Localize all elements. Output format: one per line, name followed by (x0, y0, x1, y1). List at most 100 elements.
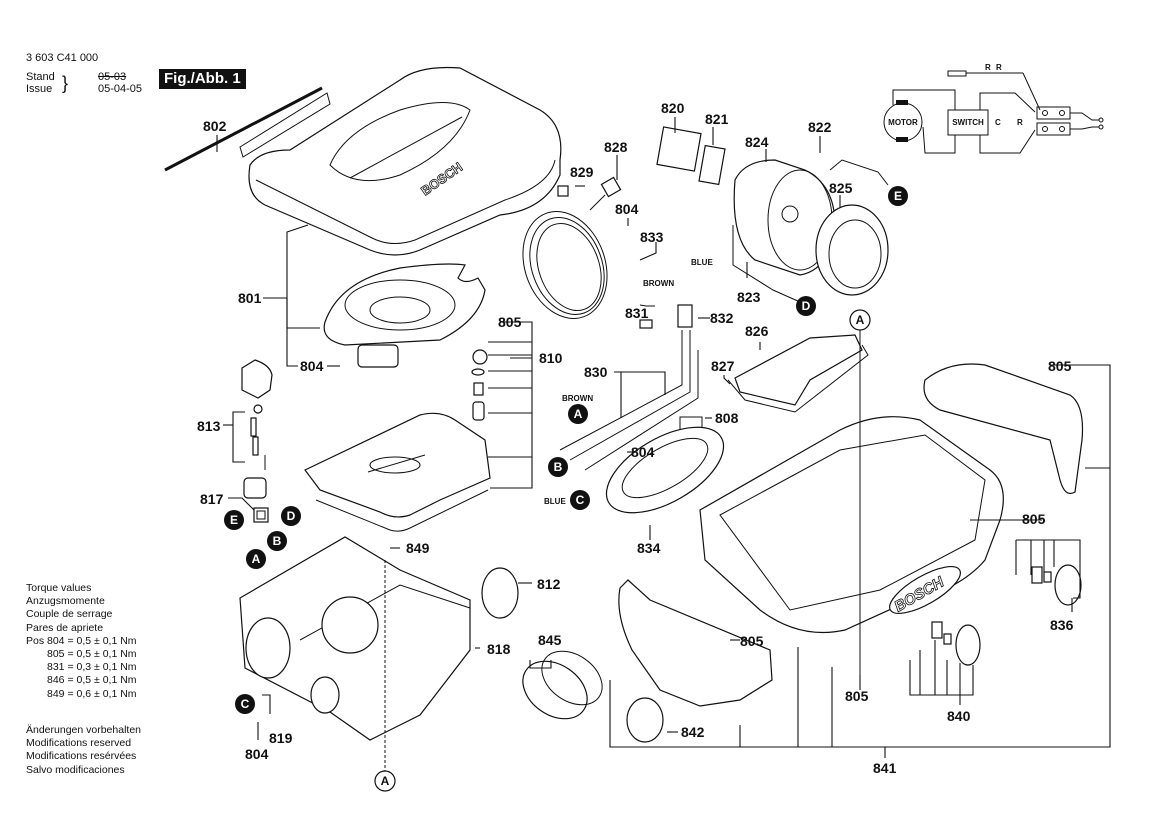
part-number: 3 603 C41 000 (26, 52, 99, 64)
svg-text:A: A (856, 313, 865, 327)
callout-832: 832 (710, 310, 734, 326)
wiring-motor-label: MOTOR (888, 118, 918, 127)
wire-label-blue-left: BLUE (544, 497, 566, 506)
callout-810: 810 (539, 350, 563, 366)
torque-row: 846 = 0,5 ± 0,1 Nm (26, 674, 137, 687)
connector-b-marker: B (548, 457, 568, 477)
connector-c-marker: C (570, 490, 590, 510)
callout-824: 824 (745, 134, 769, 150)
callout-818: 818 (487, 641, 511, 657)
callout-805: 805 (1048, 358, 1072, 374)
part-830-cables (559, 330, 699, 471)
switch-symbol (947, 109, 989, 136)
connector-markers: E D A B C E D B A C A A (224, 186, 908, 792)
torque-title-en: Torque values (26, 582, 92, 594)
wiring-c-label: C (995, 118, 1001, 127)
part-831-connector (639, 319, 653, 329)
connector-d-marker: D (281, 506, 301, 526)
stand-date: 05-03 (98, 71, 127, 83)
part-filter-cover-plate (304, 412, 491, 532)
connector-a-marker: A (246, 549, 266, 569)
torque-notes: Torque values Anzugsmomente Couple de se… (26, 582, 137, 701)
connector-d-marker: D (796, 296, 816, 316)
torque-value: = 0,5 ± 0,1 Nm (67, 648, 137, 661)
callout-831: 831 (625, 305, 649, 321)
callout-828: 828 (604, 139, 628, 155)
callout-827: 827 (711, 358, 735, 374)
callout-813: 813 (197, 418, 221, 434)
part-rear-bumper (923, 363, 1084, 495)
part-823-lead (732, 225, 801, 303)
callout-829: 829 (570, 164, 594, 180)
part-842-wheel-cap (626, 697, 664, 743)
callout-805: 805 (498, 314, 522, 330)
part-832-terminal-block (677, 304, 693, 328)
wiring-r2-label: R (996, 63, 1002, 72)
torque-value: = 0,5 ± 0,1 Nm (67, 634, 137, 647)
connector-c-marker: C (235, 694, 255, 714)
callout-804: 804 (615, 201, 639, 217)
issue-label: Issue (26, 83, 53, 95)
svg-text:C: C (576, 493, 585, 507)
connector-a-marker: A (568, 404, 588, 424)
wiring-switch-label: SWITCH (952, 118, 984, 127)
svg-text:A: A (381, 774, 390, 788)
svg-text:B: B (554, 460, 563, 474)
torque-row: 831 = 0,3 ± 0,1 Nm (26, 661, 137, 674)
callout-804: 804 (245, 746, 269, 762)
callout-820: 820 (661, 100, 685, 116)
part-820-suppressor (656, 126, 702, 172)
torque-row: 849 = 0,6 ± 0,1 Nm (26, 688, 137, 701)
part-840-wheel-set (931, 621, 981, 666)
part-802-seal-strip (164, 86, 331, 172)
callout-804: 804 (300, 358, 324, 374)
part-813-button-set (241, 359, 273, 499)
part-821-switch (698, 144, 726, 186)
wiring-r-label: R (1017, 118, 1023, 127)
callout-817: 817 (200, 491, 224, 507)
callout-819: 819 (269, 730, 293, 746)
part-812-filter-disc (481, 567, 519, 619)
callout-830: 830 (584, 364, 608, 380)
part-841-front-bumper (618, 579, 773, 707)
svg-text:E: E (894, 189, 902, 203)
part-825-motor-seal (815, 204, 889, 296)
callout-labels: 802 801 804 805 810 813 817 849 812 818 … (197, 100, 1074, 776)
callout-823: 823 (737, 289, 761, 305)
part-828-power-cord (522, 176, 622, 319)
torque-title-de: Anzugsmomente (26, 595, 105, 608)
modification-en: Modifications reserved (26, 737, 132, 750)
callout-805: 805 (1022, 511, 1046, 527)
stand-label: Stand (26, 71, 55, 83)
part-829-strain-relief (557, 185, 569, 197)
reference-a-marker: A (849, 309, 871, 331)
svg-text:C: C (241, 697, 250, 711)
svg-text:D: D (802, 299, 811, 313)
torque-value: = 0,5 ± 0,1 Nm (67, 674, 137, 687)
callout-822: 822 (808, 119, 832, 135)
svg-text:E: E (230, 513, 238, 527)
connector-e-marker: E (224, 510, 244, 530)
callout-836: 836 (1050, 617, 1074, 633)
svg-text:A: A (252, 552, 261, 566)
torque-pos: 846 (47, 674, 65, 687)
callout-845: 845 (538, 632, 562, 648)
wiring-schematic: MOTOR SWITCH R R C R (883, 63, 1104, 154)
issue-date: 05-04-05 (98, 83, 143, 95)
callout-812: 812 (537, 576, 561, 592)
wire-label-blue-top: BLUE (691, 258, 713, 267)
leader-lines (216, 117, 1111, 758)
callout-840: 840 (947, 708, 971, 724)
callout-808: 808 (715, 410, 739, 426)
torque-row: 805 = 0,5 ± 0,1 Nm (26, 648, 137, 661)
callout-805: 805 (740, 633, 764, 649)
svg-text:A: A (574, 407, 583, 421)
modification-es: Salvo modificaciones (26, 763, 125, 776)
part-lid: BOSCH (248, 66, 562, 256)
svg-text:B: B (273, 534, 282, 548)
part-818-dust-box (239, 536, 471, 780)
callout-833: 833 (640, 229, 664, 245)
torque-pos: 804 (47, 634, 65, 647)
